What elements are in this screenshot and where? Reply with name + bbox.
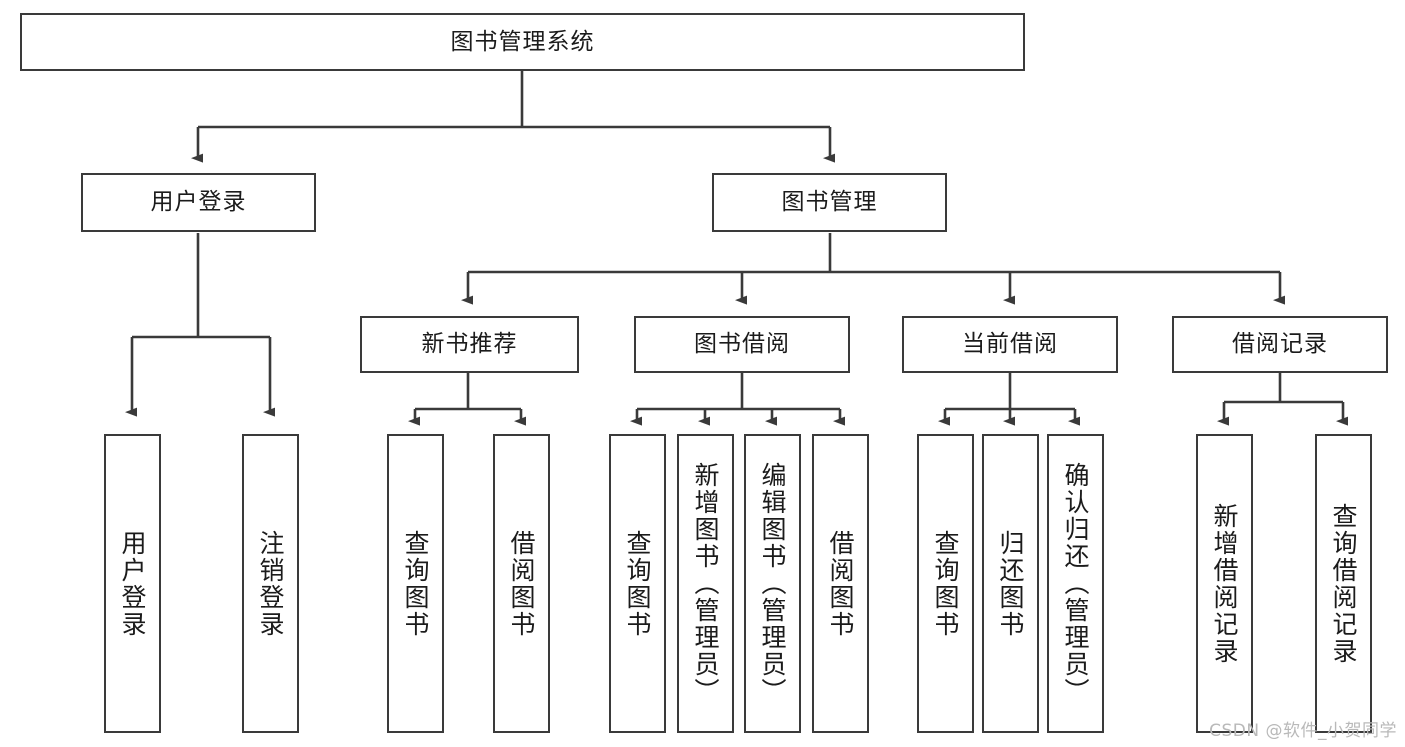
node-label: 查询图书 <box>623 529 652 638</box>
node-label: 归还图书 <box>996 529 1025 638</box>
leaf-book-borrow-query-book[interactable]: 查询图书 <box>609 434 666 733</box>
leaf-new-book-query-book[interactable]: 查询图书 <box>387 434 444 733</box>
leaf-user-login-logout[interactable]: 注销登录 <box>242 434 299 733</box>
node-label: 图书借阅 <box>694 331 790 358</box>
node-label: 借阅图书 <box>826 529 855 638</box>
leaf-book-borrow-edit-book-admin[interactable]: 编辑图书（管理员） <box>744 434 801 733</box>
node-book-borrow[interactable]: 图书借阅 <box>634 316 850 373</box>
node-label: 编辑图书（管理员） <box>758 462 787 705</box>
node-label: 查询图书 <box>401 529 430 638</box>
node-label: 当前借阅 <box>962 331 1058 358</box>
node-user-login[interactable]: 用户登录 <box>81 173 316 232</box>
node-label: 用户登录 <box>118 529 147 638</box>
node-label: 确认归还（管理员） <box>1061 462 1090 705</box>
node-label: 查询借阅记录 <box>1329 502 1358 665</box>
leaf-book-borrow-add-book-admin[interactable]: 新增图书（管理员） <box>677 434 734 733</box>
node-label: 用户登录 <box>150 189 247 216</box>
node-label: 新增图书（管理员） <box>691 462 720 705</box>
node-label: 新书推荐 <box>421 331 518 358</box>
node-book-management[interactable]: 图书管理 <box>712 173 947 232</box>
leaf-current-borrow-return-book[interactable]: 归还图书 <box>982 434 1039 733</box>
leaf-current-borrow-confirm-return-admin[interactable]: 确认归还（管理员） <box>1047 434 1104 733</box>
leaf-user-login-login[interactable]: 用户登录 <box>104 434 161 733</box>
node-label: 注销登录 <box>256 529 285 638</box>
node-root-system[interactable]: 图书管理系统 <box>20 13 1025 71</box>
node-label: 新增借阅记录 <box>1210 502 1239 665</box>
node-label: 图书管理系统 <box>450 28 595 55</box>
node-label: 借阅记录 <box>1232 331 1328 358</box>
node-new-book-recommend[interactable]: 新书推荐 <box>360 316 579 373</box>
node-label: 图书管理 <box>781 189 878 216</box>
node-current-borrow[interactable]: 当前借阅 <box>902 316 1118 373</box>
node-borrow-record[interactable]: 借阅记录 <box>1172 316 1388 373</box>
node-label: 查询图书 <box>931 529 960 638</box>
leaf-current-borrow-query-book[interactable]: 查询图书 <box>917 434 974 733</box>
leaf-borrow-record-query-record[interactable]: 查询借阅记录 <box>1315 434 1372 733</box>
leaf-new-book-borrow-book[interactable]: 借阅图书 <box>493 434 550 733</box>
leaf-book-borrow-borrow-book[interactable]: 借阅图书 <box>812 434 869 733</box>
leaf-borrow-record-add-record[interactable]: 新增借阅记录 <box>1196 434 1253 733</box>
node-label: 借阅图书 <box>507 529 536 638</box>
